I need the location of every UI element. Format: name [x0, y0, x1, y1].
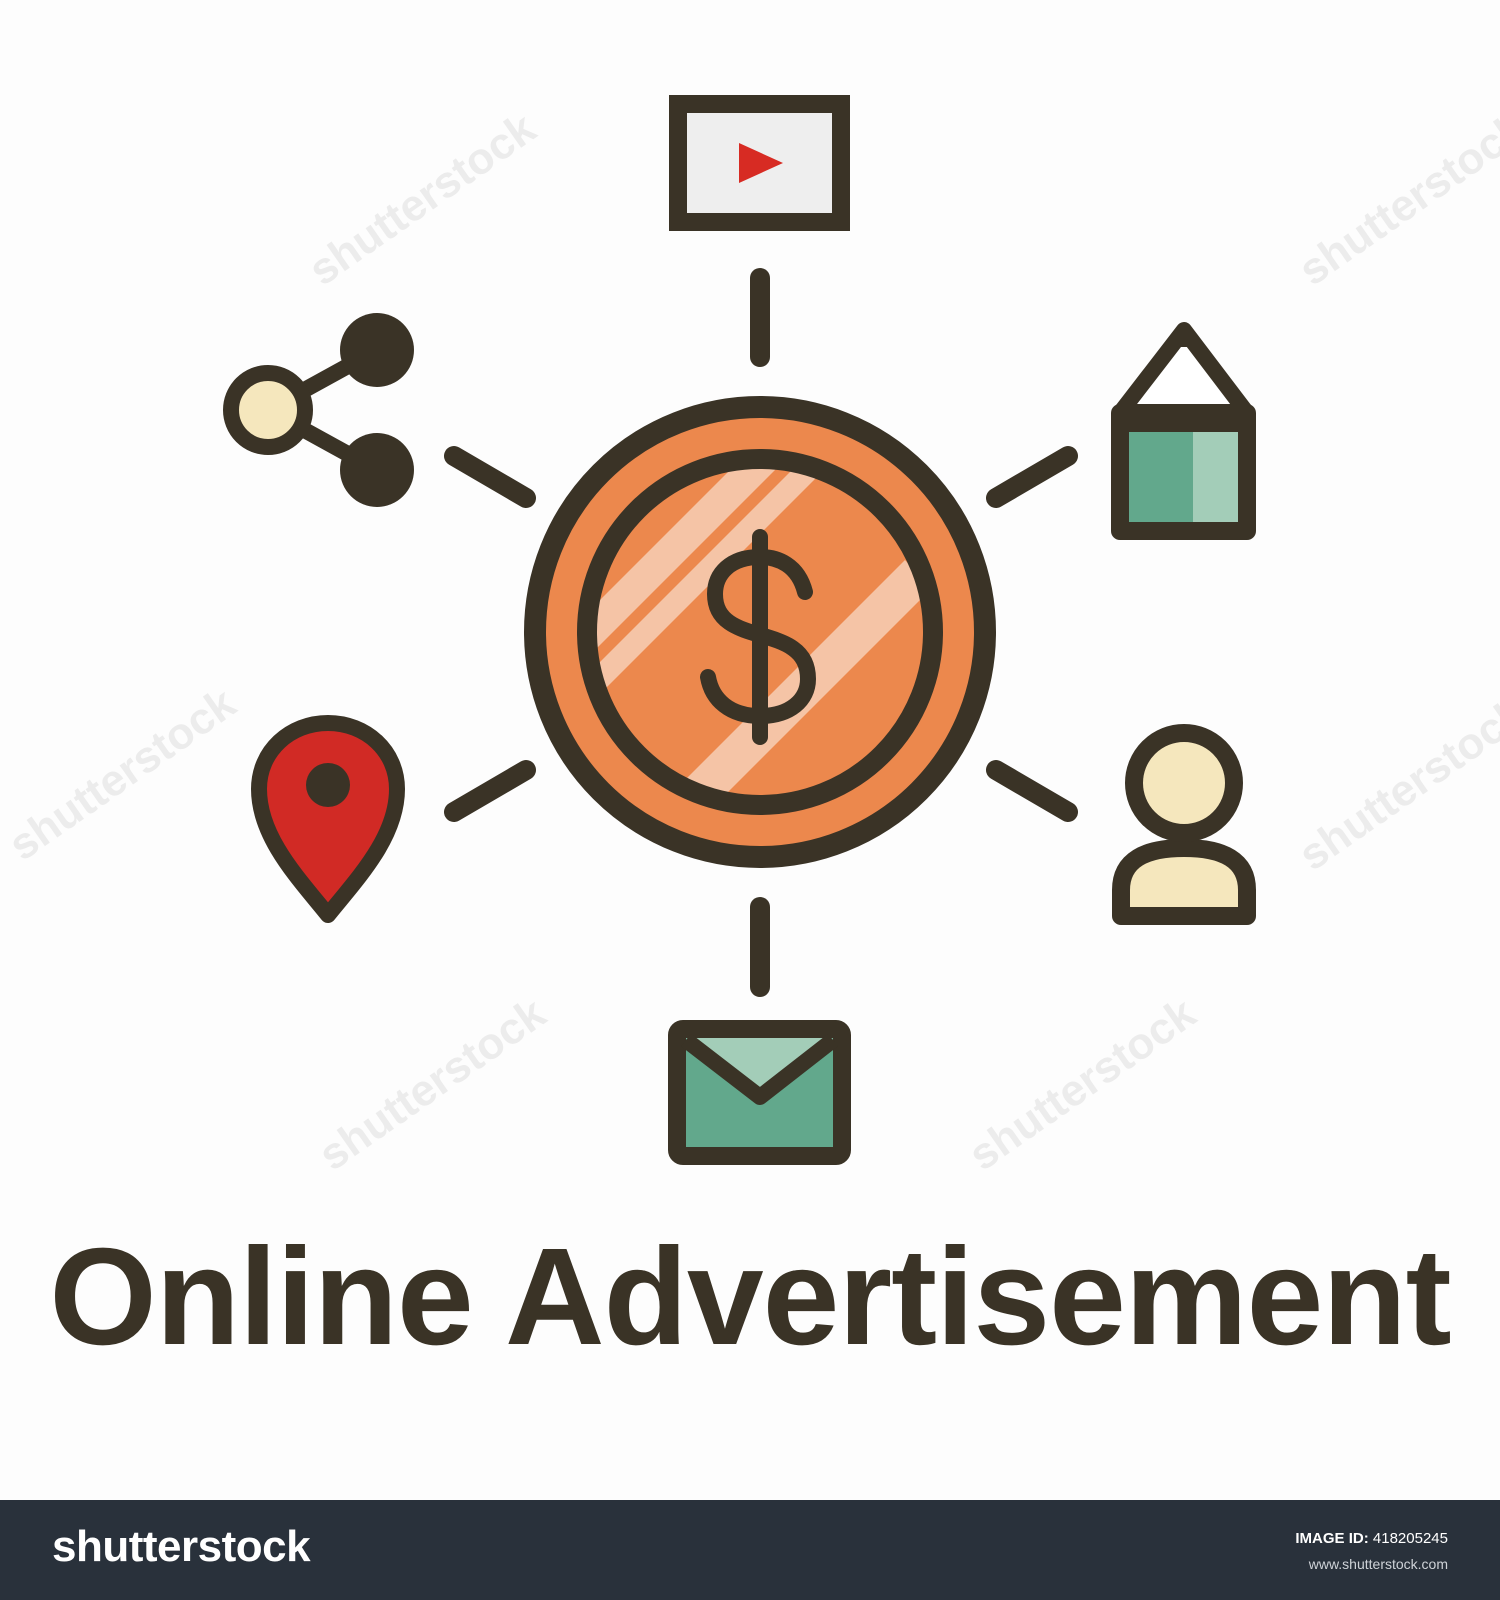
- dollar-coin-icon: [524, 396, 996, 868]
- image-id-value: 418205245: [1372, 1530, 1448, 1547]
- page-title: Online Advertisement: [49, 1220, 1451, 1374]
- video-play-icon: [669, 95, 850, 231]
- stock-footer-bar: shutterstock IMAGE ID: 418205245 www.shu…: [0, 1500, 1500, 1600]
- connector-upper-left: [444, 446, 536, 508]
- source-url: www.shutterstock.com: [1308, 1556, 1448, 1572]
- connector-lower-right: [986, 760, 1078, 822]
- location-pin-icon: [251, 715, 405, 923]
- connector-upper-right: [986, 446, 1078, 508]
- user-icon: [1112, 724, 1256, 925]
- shutterstock-logo: shutterstock: [52, 1522, 311, 1571]
- pencil-icon: [1111, 322, 1256, 540]
- connector-lower-left: [444, 760, 536, 822]
- illustration-canvas: shutterstock shutterstock shutterstock s…: [0, 95, 1500, 1374]
- online-advertisement-diagram: [223, 95, 1256, 1165]
- image-id-label: IMAGE ID:: [1295, 1530, 1369, 1547]
- envelope-icon: [668, 1020, 851, 1165]
- dollar-sign-glyph: [700, 529, 817, 745]
- connector-lines: [444, 268, 1078, 997]
- image-id: IMAGE ID: 418205245: [1295, 1530, 1448, 1547]
- share-icon: [223, 313, 414, 507]
